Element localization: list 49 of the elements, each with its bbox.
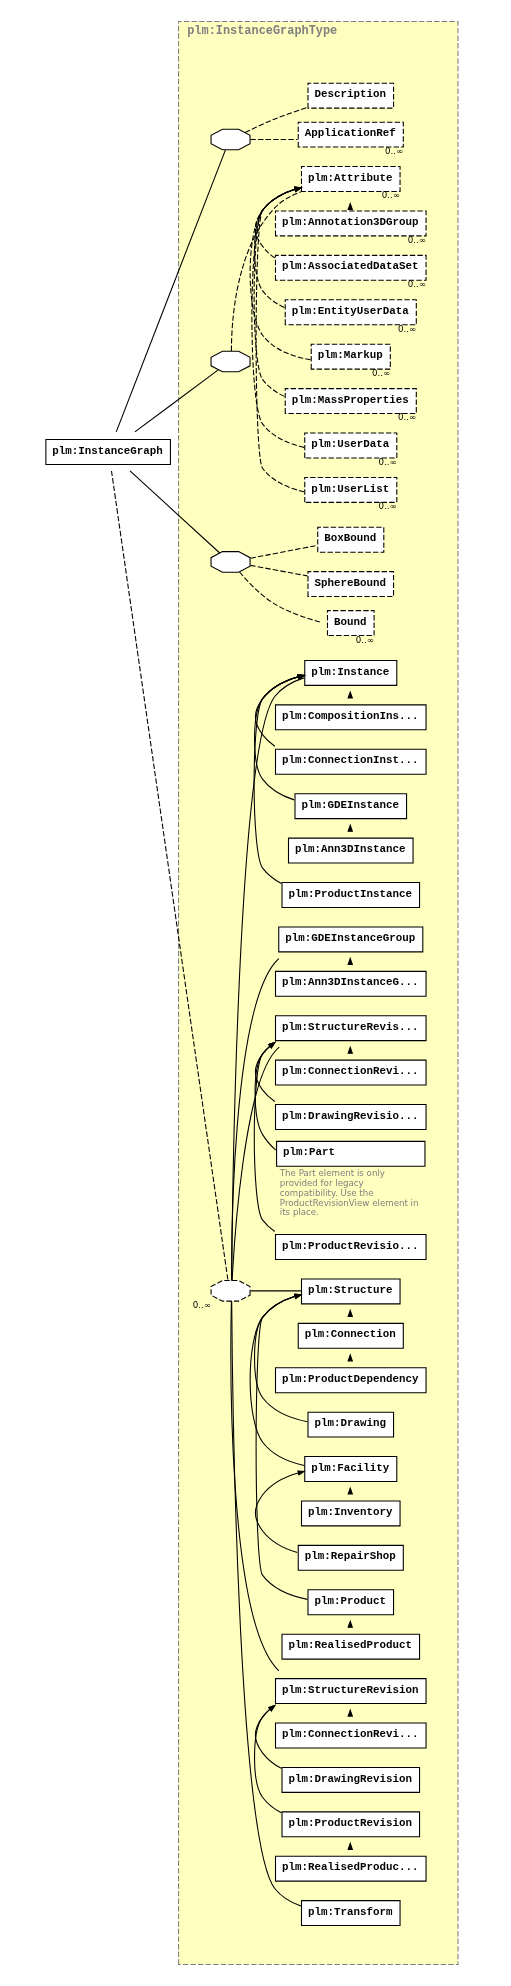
node-label: 0..∞ bbox=[407, 234, 426, 245]
connector bbox=[230, 958, 279, 1281]
node-label: 0..∞ bbox=[355, 634, 374, 645]
node-label: 0..∞ bbox=[384, 146, 403, 157]
connector bbox=[115, 149, 226, 433]
node-label: 0..∞ bbox=[192, 1300, 211, 1311]
connector bbox=[238, 571, 321, 623]
connector bbox=[231, 1046, 280, 1281]
connector bbox=[229, 1300, 279, 1672]
arrow bbox=[253, 186, 302, 309]
connector bbox=[249, 564, 308, 577]
node-label: 0..∞ bbox=[407, 279, 426, 290]
node-label: 0..∞ bbox=[397, 412, 416, 423]
arrow bbox=[249, 186, 311, 361]
arrow bbox=[254, 186, 302, 259]
node-label: The Part element is only provided for legacy compatibility. Use the ProductRevisionView element in its place. bbox=[279, 1168, 419, 1218]
node-label: 0..∞ bbox=[377, 501, 397, 512]
node-octagon bbox=[210, 128, 251, 151]
arrow bbox=[253, 1041, 276, 1233]
connector bbox=[128, 470, 220, 554]
connector bbox=[230, 191, 301, 352]
connector bbox=[244, 106, 308, 134]
arrow bbox=[254, 1041, 276, 1151]
connector bbox=[249, 544, 318, 559]
connector bbox=[110, 470, 228, 1281]
arrow bbox=[249, 1293, 305, 1467]
node-octagon bbox=[210, 350, 251, 373]
node-octagon bbox=[210, 551, 251, 573]
arrow bbox=[255, 186, 305, 493]
arrow bbox=[254, 1704, 282, 1769]
connector bbox=[230, 1300, 301, 1907]
arrow bbox=[253, 1704, 282, 1814]
arrow bbox=[253, 1293, 308, 1423]
arrow bbox=[254, 674, 306, 747]
node-label: 0..∞ bbox=[397, 323, 416, 334]
connector bbox=[230, 677, 304, 1281]
arrow bbox=[253, 186, 302, 397]
arrow bbox=[254, 1470, 306, 1554]
node-label: 0..∞ bbox=[371, 368, 390, 379]
arrow bbox=[254, 1041, 276, 1103]
node-octagon bbox=[210, 1280, 251, 1302]
arrow bbox=[253, 674, 306, 801]
connector bbox=[249, 1290, 301, 1292]
arrow bbox=[250, 186, 305, 448]
connector bbox=[133, 369, 219, 433]
node-label: 0..∞ bbox=[377, 456, 397, 467]
connector bbox=[249, 138, 298, 141]
arrow bbox=[255, 1293, 308, 1600]
arrow bbox=[253, 674, 306, 884]
